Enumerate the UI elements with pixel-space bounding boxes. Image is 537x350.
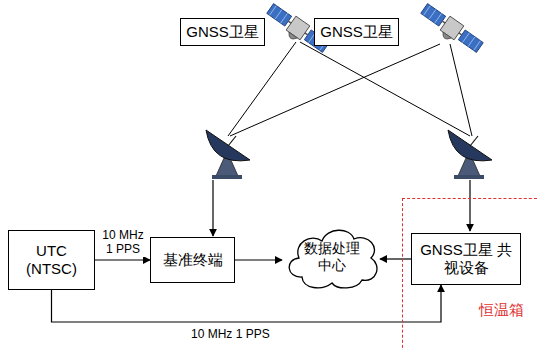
reference-terminal-box: 基准终端	[150, 237, 235, 283]
node-text: 基准终端	[163, 251, 223, 269]
signal-label: 10 MHz 1 PPS	[191, 327, 270, 341]
common-view-device-box: GNSS卫星 共视设备	[411, 233, 521, 285]
utc-source-box: UTC (NTSC)	[8, 230, 95, 290]
satellite-label-box: GNSS卫星	[314, 18, 399, 46]
node-text: GNSS卫星	[186, 23, 259, 41]
feed-arrow	[469, 180, 470, 231]
thermostat-region: 恒温箱 GNSS卫星 共视设备	[402, 198, 537, 350]
signal-connector	[380, 258, 411, 259]
node-text: UTC (NTSC)	[22, 242, 82, 278]
data-center-cloud: 数据处理 中心	[282, 222, 382, 292]
satellite-icon	[417, 2, 485, 58]
signal-lines	[228, 42, 472, 136]
dish-antenna	[448, 130, 492, 179]
signal-label: 10 MHz 1 PPS	[100, 228, 146, 257]
signal-connector	[95, 259, 150, 260]
signal-connector	[52, 285, 442, 322]
dish-antenna	[206, 130, 250, 179]
satellite-label-box: GNSS卫星	[180, 18, 265, 46]
region-label: 恒温箱	[479, 301, 524, 320]
node-text: GNSS卫星	[320, 23, 393, 41]
node-text: GNSS卫星 共视设备	[418, 241, 514, 277]
signal-connector	[235, 259, 282, 260]
feed-arrow	[212, 180, 213, 236]
node-text: 数据处理 中心	[300, 240, 364, 274]
